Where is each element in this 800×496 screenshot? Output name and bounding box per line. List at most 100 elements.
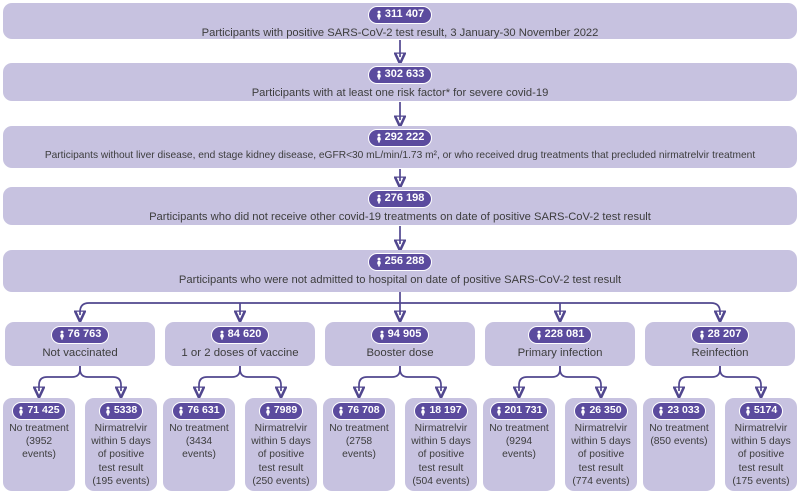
participant-count: 28 207 [707, 328, 742, 340]
count-badge: 7989 [258, 402, 304, 420]
person-icon [339, 406, 344, 415]
count-badge: 76 763 [50, 326, 110, 344]
person-icon [746, 406, 750, 415]
person-icon [379, 330, 384, 339]
count-badge: 311 407 [367, 6, 433, 24]
participant-count: 292 222 [384, 131, 425, 143]
outcome-box-no-treatment: 201 731 No treatment (9294 events) [483, 398, 555, 491]
participant-count: 18 197 [429, 404, 462, 416]
branch-box-1-2-doses: 84 620 1 or 2 doses of vaccine [165, 322, 315, 366]
person-icon [536, 330, 541, 339]
participant-count: 76 631 [187, 404, 220, 416]
person-icon [376, 194, 381, 203]
outcome-label: Nirmatrelvir within 5 days of positive t… [411, 423, 471, 487]
branch-box-primary-infection: 228 081 Primary infection [485, 322, 635, 366]
outcome-box-nirmatrelvir: 5338 Nirmatrelvir within 5 days of posit… [85, 398, 157, 491]
participant-count: 94 905 [387, 328, 422, 340]
participant-count: 26 350 [589, 404, 622, 416]
person-icon [377, 10, 381, 19]
person-icon [496, 406, 501, 415]
person-icon [659, 406, 664, 415]
branch-box-reinfection: 28 207 Reinfection [645, 322, 795, 366]
count-badge: 302 633 [367, 66, 433, 84]
person-icon [421, 406, 426, 415]
count-badge: 23 033 [652, 402, 706, 420]
flow-step-label: Participants without liver disease, end … [44, 150, 756, 161]
branch-box-not-vaccinated: 76 763 Not vaccinated [5, 322, 155, 366]
branch-box-booster: 94 905 Booster dose [325, 322, 475, 366]
participant-count: 228 081 [544, 328, 585, 340]
participant-count: 76 708 [347, 404, 380, 416]
person-icon [19, 406, 24, 415]
count-badge: 84 620 [210, 326, 270, 344]
participant-count: 5174 [753, 404, 778, 416]
count-badge: 201 731 [489, 402, 549, 420]
person-icon [581, 406, 586, 415]
branch-label: Booster dose [366, 347, 434, 359]
outcome-label: No treatment (9294 events) [489, 423, 549, 461]
person-icon [699, 330, 704, 339]
count-badge: 28 207 [690, 326, 750, 344]
branch-label: Reinfection [691, 347, 749, 359]
count-badge: 5174 [738, 402, 784, 420]
outcome-label: No treatment (3952 events) [9, 423, 69, 461]
count-badge: 71 425 [12, 402, 66, 420]
flow-step-not-admitted: 256 288 Participants who were not admitt… [3, 250, 797, 292]
person-icon [376, 133, 381, 142]
flow-step-label: Participants with at least one risk fact… [251, 87, 549, 99]
flow-step-label: Participants who were not admitted to ho… [178, 274, 622, 286]
branch-label: Not vaccinated [42, 347, 118, 359]
branch-label: 1 or 2 doses of vaccine [181, 347, 299, 359]
participant-count: 84 620 [227, 328, 262, 340]
outcome-label: No treatment (2758 events) [329, 423, 389, 461]
outcome-label: No treatment (3434 events) [169, 423, 229, 461]
participant-count: 302 633 [384, 68, 425, 80]
count-badge: 5338 [98, 402, 144, 420]
count-badge: 26 350 [574, 402, 628, 420]
count-badge: 18 197 [414, 402, 468, 420]
count-badge: 256 288 [367, 253, 433, 271]
outcome-box-nirmatrelvir: 7989 Nirmatrelvir within 5 days of posit… [245, 398, 317, 491]
flow-step-label: Participants who did not receive other c… [149, 211, 651, 223]
outcome-label: No treatment (850 events) [649, 423, 709, 448]
outcome-label: Nirmatrelvir within 5 days of positive t… [731, 423, 791, 487]
person-icon [59, 330, 64, 339]
participant-count: 256 288 [384, 255, 425, 267]
person-icon [266, 406, 270, 415]
count-badge: 76 631 [172, 402, 226, 420]
flow-step-no-other-treatments: 276 198 Participants who did not receive… [3, 187, 797, 225]
participant-count: 76 763 [67, 328, 102, 340]
person-icon [179, 406, 184, 415]
person-icon [376, 257, 381, 266]
count-badge: 276 198 [367, 190, 433, 208]
outcome-box-no-treatment: 76 708 No treatment (2758 events) [323, 398, 395, 491]
flow-step-label: Participants with positive SARS-CoV-2 te… [201, 27, 599, 39]
participant-count: 311 407 [384, 8, 425, 20]
person-icon [376, 70, 381, 79]
outcome-box-nirmatrelvir: 26 350 Nirmatrelvir within 5 days of pos… [565, 398, 637, 491]
outcome-box-no-treatment: 71 425 No treatment (3952 events) [3, 398, 75, 491]
count-badge: 76 708 [332, 402, 386, 420]
outcome-label: Nirmatrelvir within 5 days of positive t… [91, 423, 151, 487]
participant-count: 201 731 [504, 404, 543, 416]
participant-count: 276 198 [384, 192, 425, 204]
outcome-box-no-treatment: 76 631 No treatment (3434 events) [163, 398, 235, 491]
participant-count: 7989 [273, 404, 298, 416]
outcome-box-no-treatment: 23 033 No treatment (850 events) [643, 398, 715, 491]
outcome-box-nirmatrelvir: 18 197 Nirmatrelvir within 5 days of pos… [405, 398, 477, 491]
outcome-label: Nirmatrelvir within 5 days of positive t… [571, 423, 631, 487]
count-badge: 292 222 [367, 129, 433, 147]
flow-step-exclusions: 292 222 Participants without liver disea… [3, 126, 797, 168]
flow-step-positive-test: 311 407 Participants with positive SARS-… [3, 3, 797, 39]
person-icon [106, 406, 110, 415]
flow-step-risk-factor: 302 633 Participants with at least one r… [3, 63, 797, 101]
participant-count: 23 033 [667, 404, 700, 416]
count-badge: 228 081 [527, 326, 593, 344]
participant-count: 71 425 [27, 404, 60, 416]
count-badge: 94 905 [370, 326, 430, 344]
branch-label: Primary infection [517, 347, 603, 359]
outcome-box-nirmatrelvir: 5174 Nirmatrelvir within 5 days of posit… [725, 398, 797, 491]
person-icon [219, 330, 224, 339]
outcome-label: Nirmatrelvir within 5 days of positive t… [251, 423, 311, 487]
